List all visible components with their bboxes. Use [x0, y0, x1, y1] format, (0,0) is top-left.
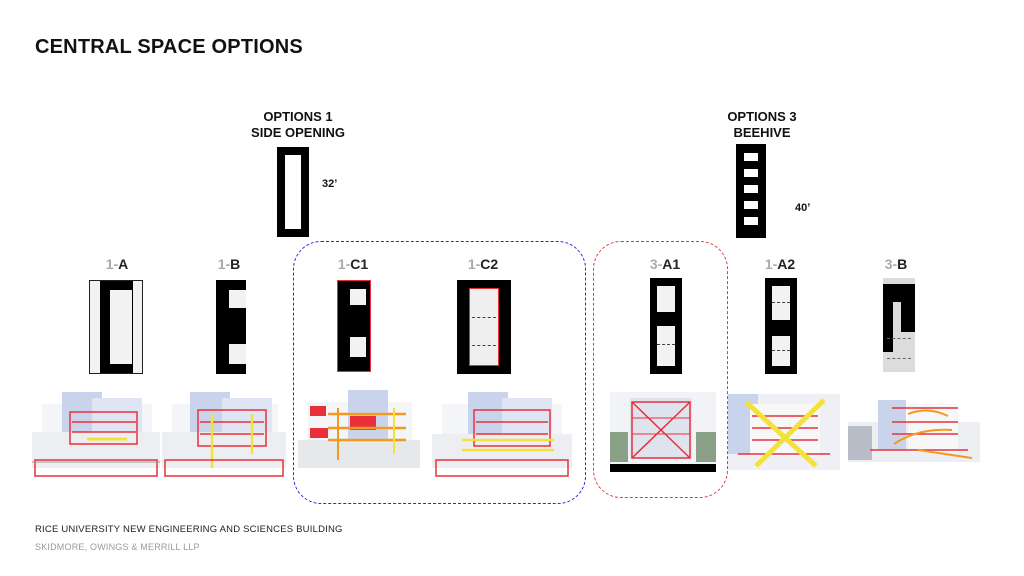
option-label-3b: 3-B — [884, 256, 908, 272]
plan-diagram-1b — [216, 280, 246, 374]
key-plan-beehive — [736, 144, 766, 238]
section-sketch-1b — [162, 384, 286, 479]
section-sketch-1c2 — [432, 384, 572, 479]
dimension-label: 40’ — [795, 202, 811, 214]
group-subtitle: SIDE OPENING — [251, 125, 345, 140]
blue-dashed-group-outline — [293, 241, 586, 504]
group-title: OPTIONS 1 — [263, 109, 333, 124]
group-subtitle: BEEHIVE — [733, 125, 791, 140]
section-sketch-3b — [848, 392, 980, 470]
plan-diagram-3a1 — [650, 278, 682, 374]
section-sketch-1a — [32, 384, 160, 479]
page-title: CENTRAL SPACE OPTIONS — [35, 36, 303, 58]
option-label-1a: 1-A — [105, 256, 129, 272]
footer-firm-name: SKIDMORE, OWINGS & MERRILL LLP — [35, 542, 200, 552]
plan-diagram-1c1 — [337, 280, 371, 372]
section-sketch-3a1 — [610, 392, 716, 472]
option-label-1c2: 1-C2 — [467, 256, 499, 272]
dimension-label: 32’ — [322, 178, 338, 190]
section-sketch-1a2 — [728, 394, 840, 470]
plan-diagram-1a2 — [765, 278, 797, 374]
red-dashed-group-outline — [593, 241, 728, 498]
key-plan-side-opening — [277, 147, 309, 237]
option-label-1a2: 1-A2 — [764, 256, 796, 272]
section-sketch-1c1 — [298, 384, 420, 479]
plan-diagram-1a — [89, 280, 143, 374]
option-label-3a1: 3-A1 — [649, 256, 681, 272]
footer-project-name: RICE UNIVERSITY NEW ENGINEERING AND SCIE… — [35, 524, 343, 535]
plan-diagram-1c2 — [457, 280, 511, 374]
option-label-1c1: 1-C1 — [337, 256, 369, 272]
plan-diagram-3b — [883, 278, 915, 372]
option-label-1b: 1-B — [217, 256, 241, 272]
group-header-options-1: OPTIONS 1 SIDE OPENING — [218, 109, 378, 141]
group-title: OPTIONS 3 — [727, 109, 797, 124]
group-header-options-3: OPTIONS 3 BEEHIVE — [682, 109, 842, 141]
